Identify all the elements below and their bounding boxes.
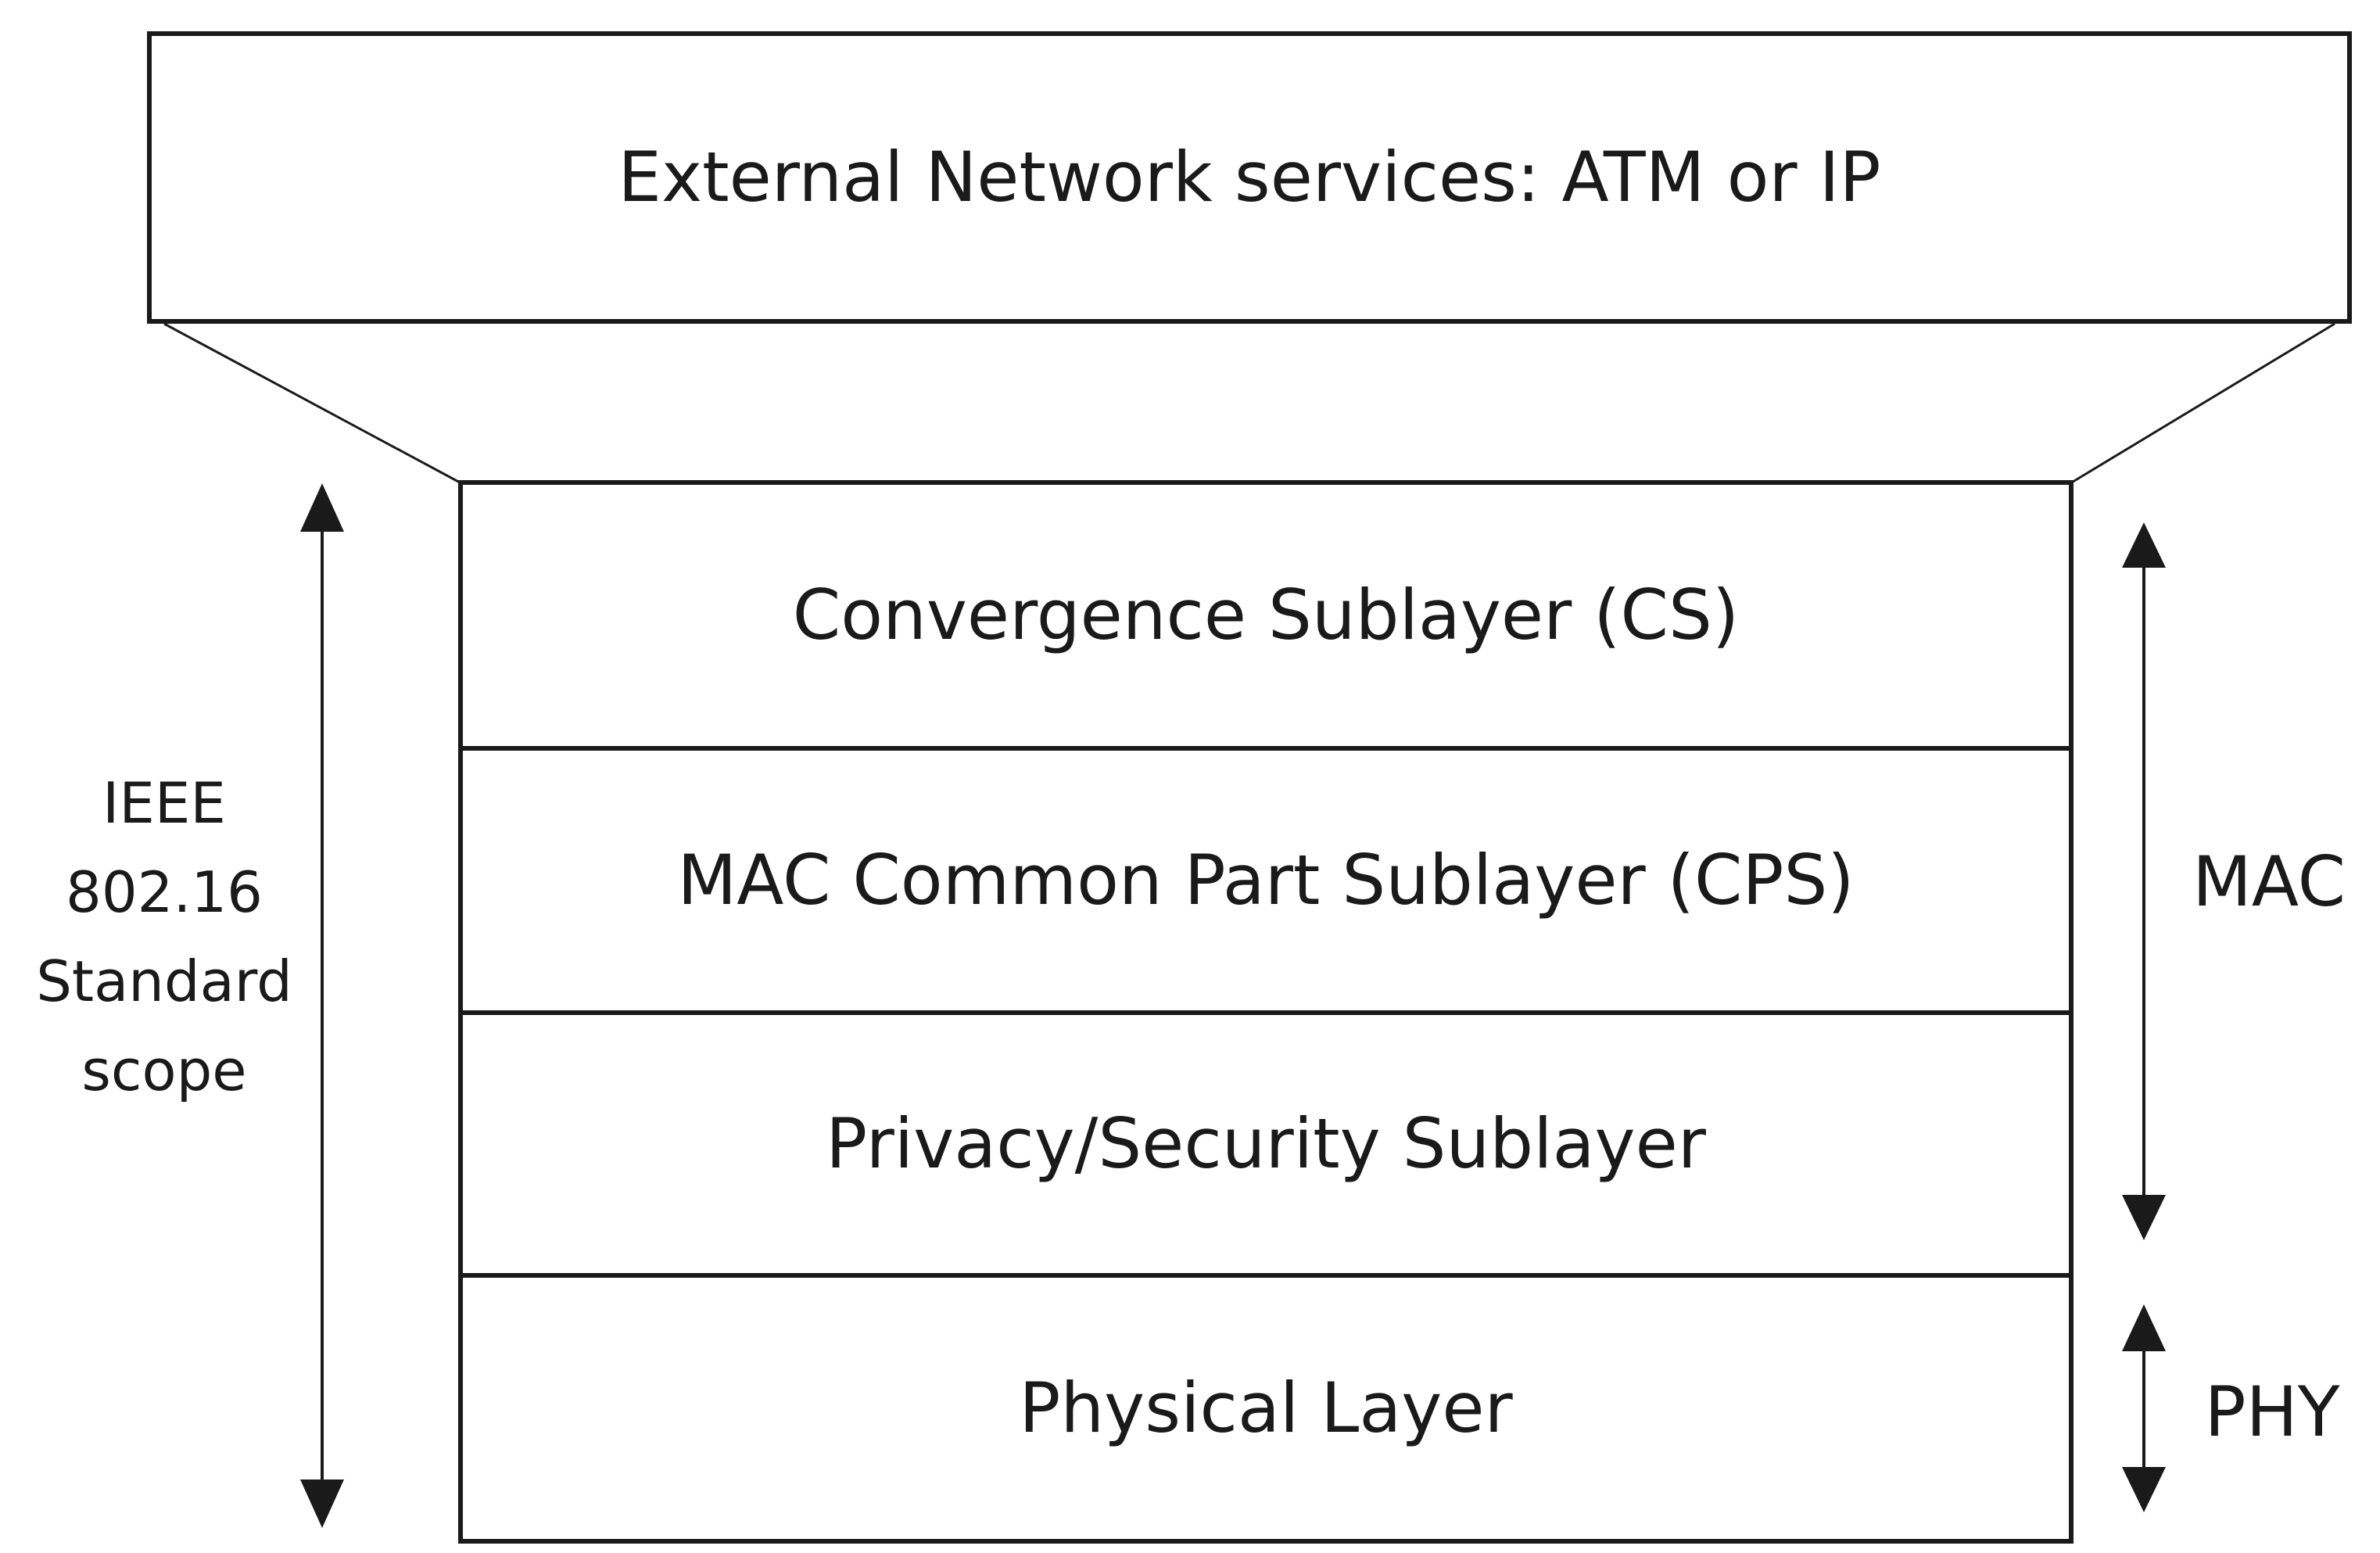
layer-label: Physical Layer <box>1019 1368 1513 1448</box>
mac-scope-arrow <box>2122 522 2166 1240</box>
external-network-label: External Network services: ATM or IP <box>618 137 1881 217</box>
layer-privacy-security-sublayer: Privacy/Security Sublayer <box>458 1010 2074 1273</box>
layer-mac-common-part-sublayer: MAC Common Part Sublayer (CPS) <box>458 746 2074 1010</box>
ieee-scope-arrow <box>300 483 344 1528</box>
ieee-scope-label: IEEE 802.16 Standard scope <box>36 770 292 1103</box>
layer-convergence-sublayer: Convergence Sublayer (CS) <box>458 480 2074 746</box>
layer-label: MAC Common Part Sublayer (CPS) <box>677 840 1855 920</box>
connector-line-left <box>163 322 462 485</box>
connector-line-right <box>2070 322 2335 485</box>
phy-label: PHY <box>2204 1372 2340 1452</box>
mac-label: MAC <box>2192 841 2346 922</box>
external-network-box: External Network services: ATM or IP <box>147 31 2352 324</box>
layer-physical-layer: Physical Layer <box>458 1273 2074 1544</box>
layer-label: Convergence Sublayer (CS) <box>792 575 1740 655</box>
phy-scope-arrow <box>2122 1304 2166 1512</box>
layer-label: Privacy/Security Sublayer <box>826 1103 1706 1184</box>
